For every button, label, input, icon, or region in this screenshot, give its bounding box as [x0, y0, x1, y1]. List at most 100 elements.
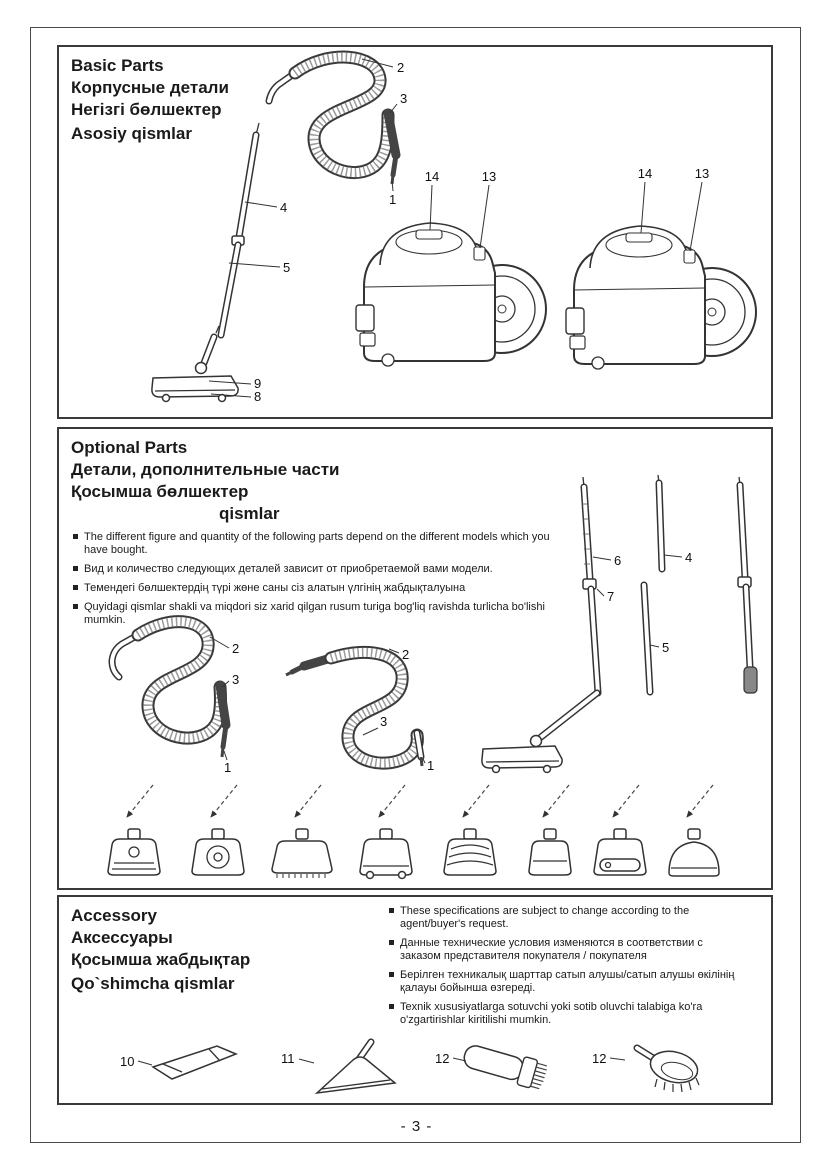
- part-number: 12: [592, 1051, 606, 1066]
- bullet-square: [73, 604, 78, 609]
- telescopic-tube-c: [736, 476, 758, 694]
- accessory-heading: Accessory Аксессуары Қосымша жабдықтар Q…: [71, 905, 250, 995]
- nozzle-head-roller: [593, 828, 647, 876]
- part-number: 13: [482, 169, 496, 184]
- nozzle-head-dome: [668, 828, 720, 877]
- leader-line: [391, 180, 394, 192]
- nozzle-head-bristle: [271, 828, 333, 878]
- nozzle-head-wheels: [359, 828, 413, 880]
- leader-line: [689, 181, 703, 252]
- leader-line: [479, 184, 490, 249]
- section-accessory: Accessory Аксессуары Қосымша жабдықтар Q…: [57, 895, 773, 1105]
- optional-hose2-diagram: [285, 645, 425, 770]
- leader-line: [223, 750, 228, 761]
- part-number: 12: [435, 1051, 449, 1066]
- leader-line: [609, 1057, 626, 1061]
- vacuum-body-b: [565, 225, 757, 370]
- note-ru: Данные технические условия изменяются в …: [389, 937, 737, 963]
- leader-line: [208, 380, 252, 385]
- part-number: 2: [232, 641, 239, 656]
- section-title-uz: Asosiy qismlar: [71, 124, 192, 143]
- note-ru: Вид и количество следующих деталей завис…: [73, 563, 555, 576]
- part-number: 1: [224, 760, 231, 775]
- page-number: - 3 -: [400, 1118, 433, 1135]
- wand-tube-diagram: [217, 122, 260, 339]
- selection-arrows: [126, 784, 714, 818]
- optional-notes: The different figure and quantity of the…: [73, 531, 555, 633]
- section-title-en: Optional Parts: [71, 438, 188, 457]
- bullet-square: [73, 566, 78, 571]
- bullet-square: [389, 972, 394, 977]
- straight-tubes-b: [640, 474, 666, 696]
- vacuum-body-a: [355, 222, 547, 367]
- note-uz: Texnik xususiyatlarga sotuvchi yoki soti…: [389, 1001, 737, 1027]
- round-brush-diagram: [633, 1044, 700, 1093]
- note-kz: Темендегі бөлшектердің түрі жөне саны сі…: [73, 582, 555, 595]
- bullet-square: [73, 585, 78, 590]
- section-title-uz: Qo`shimcha qismlar: [71, 974, 235, 993]
- part-number: 3: [232, 672, 239, 687]
- bullet-square: [389, 940, 394, 945]
- hose-assembly-diagram: [265, 50, 401, 185]
- section-basic-parts: Basic Parts Корпусные детали Негізгі бөл…: [57, 45, 773, 419]
- bullet-square: [73, 534, 78, 539]
- leader-line: [452, 1057, 467, 1062]
- section-title-ru: Корпусные детали: [71, 78, 229, 97]
- optional-parts-heading: Optional Parts Детали, дополнительные ча…: [71, 437, 340, 525]
- part-number: 1: [427, 758, 434, 773]
- nozzle-head-compact: [528, 828, 572, 876]
- part-number: 14: [638, 166, 652, 181]
- part-number: 5: [283, 260, 290, 275]
- part-number: 1: [389, 192, 396, 207]
- leader-line: [389, 103, 398, 114]
- bullet-square: [389, 1004, 394, 1009]
- leader-line: [361, 58, 394, 68]
- floor-nozzle-diagram: [151, 325, 239, 403]
- part-number: 11: [281, 1051, 295, 1066]
- leader-line: [244, 201, 278, 208]
- section-title-ru: Детали, дополнительные части: [71, 460, 340, 479]
- nozzle-head-turbo: [107, 828, 161, 876]
- section-title-en: Accessory: [71, 906, 158, 925]
- leader-line: [388, 648, 400, 654]
- part-number: 2: [397, 60, 404, 75]
- leader-line: [640, 181, 646, 234]
- section-title-uz: qismlar: [219, 504, 280, 523]
- accessory-notes: These specifications are subject to chan…: [389, 905, 737, 1033]
- leader-line: [137, 1060, 153, 1066]
- dusting-brush-diagram: [463, 1045, 548, 1090]
- part-number: 9: [254, 376, 261, 391]
- part-number: 5: [662, 640, 669, 655]
- part-number: 2: [402, 647, 409, 662]
- leader-line: [362, 727, 379, 736]
- upholstery-nozzle-diagram: [314, 1038, 397, 1095]
- optional-floor-nozzle-diagram: [481, 689, 601, 774]
- crevice-nozzle-diagram: [151, 1045, 238, 1080]
- basic-parts-diagram: 2 3 1 4 5 9 8: [151, 50, 757, 404]
- leader-line: [649, 644, 660, 648]
- part-number: 3: [400, 91, 407, 106]
- nozzle-head-disc: [191, 828, 245, 876]
- section-title-ru: Аксессуары: [71, 928, 173, 947]
- leader-line: [298, 1058, 315, 1064]
- leader-line: [228, 262, 281, 268]
- section-title-kz: Негізгі бөлшектер: [71, 100, 222, 119]
- part-number: 3: [380, 714, 387, 729]
- leader-line: [422, 758, 426, 764]
- page-border: [30, 27, 801, 1143]
- part-number: 4: [685, 550, 692, 565]
- part-number: 4: [280, 200, 287, 215]
- part-number: 6: [614, 553, 621, 568]
- optional-hose1-diagram: [108, 615, 231, 758]
- note-en: The different figure and quantity of the…: [73, 531, 555, 557]
- leader-line: [596, 588, 605, 597]
- section-title-kz: Қосымша бөлшектер: [71, 482, 249, 501]
- section-title-kz: Қосымша жабдықтар: [71, 950, 251, 969]
- part-number: 13: [695, 166, 709, 181]
- section-optional-parts: Optional Parts Детали, дополнительные ча…: [57, 427, 773, 890]
- leader-line: [663, 554, 683, 558]
- part-number: 7: [607, 589, 614, 604]
- nozzle-head-ribbed: [443, 828, 497, 876]
- part-number: 14: [425, 169, 439, 184]
- note-uz: Quyidagi qismlar shakli va miqdori siz x…: [73, 601, 555, 627]
